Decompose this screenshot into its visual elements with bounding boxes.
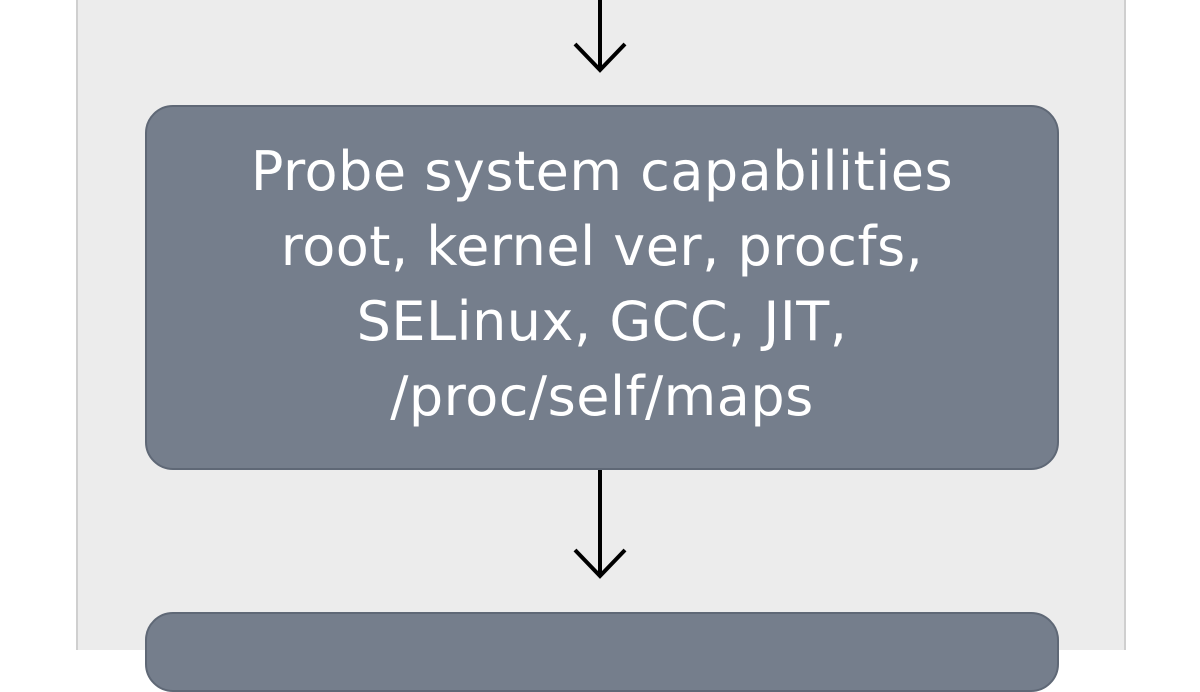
- probe-node-line-4: /proc/self/maps: [390, 364, 814, 428]
- next-step-node: [145, 612, 1059, 692]
- probe-system-capabilities-node: Probe system capabilities root, kernel v…: [145, 105, 1059, 470]
- arrow-into-probe-node: [573, 0, 627, 73]
- arrow-to-next-node: [573, 470, 627, 579]
- probe-node-line-3: SELinux, GCC, JIT,: [356, 289, 848, 353]
- probe-node-text: Probe system capabilities root, kernel v…: [251, 134, 953, 434]
- probe-node-line-1: Probe system capabilities: [250, 139, 954, 203]
- probe-node-line-2: root, kernel ver, procfs,: [280, 214, 924, 278]
